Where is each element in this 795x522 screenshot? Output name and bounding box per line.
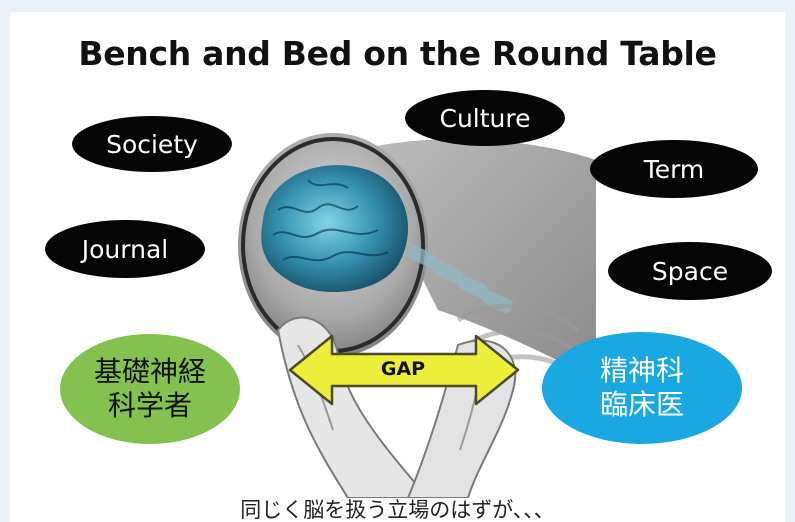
journal-label: Journal bbox=[81, 234, 169, 264]
society-oval: Society bbox=[72, 116, 232, 172]
term-oval: Term bbox=[590, 140, 758, 198]
gap-label: GAP bbox=[380, 358, 426, 380]
slide: Bench and Bed on the Round Table bbox=[10, 12, 785, 522]
psychiatrist-label-line2: 臨床医 bbox=[599, 388, 684, 421]
slide-caption: 同じく脳を扱う立場のはずが、、、 bbox=[240, 498, 555, 522]
psychiatrist-label-line1: 精神科 bbox=[599, 354, 684, 387]
society-label: Society bbox=[106, 129, 198, 159]
journal-oval: Journal bbox=[45, 220, 205, 278]
head-in-hands-image bbox=[238, 133, 596, 498]
culture-label: Culture bbox=[439, 103, 531, 133]
space-label: Space bbox=[651, 256, 729, 286]
psychiatrist-oval: 精神科 臨床医 bbox=[542, 332, 742, 444]
neuroscientist-oval: 基礎神経 科学者 bbox=[60, 334, 240, 444]
slide-title: Bench and Bed on the Round Table bbox=[78, 34, 717, 73]
neuroscientist-label-line2: 科学者 bbox=[107, 389, 192, 422]
culture-oval: Culture bbox=[405, 90, 565, 146]
neuroscientist-label-line1: 基礎神経 bbox=[93, 355, 206, 388]
space-oval: Space bbox=[608, 242, 772, 300]
term-label: Term bbox=[643, 154, 705, 184]
double-arrow-icon bbox=[288, 334, 520, 406]
